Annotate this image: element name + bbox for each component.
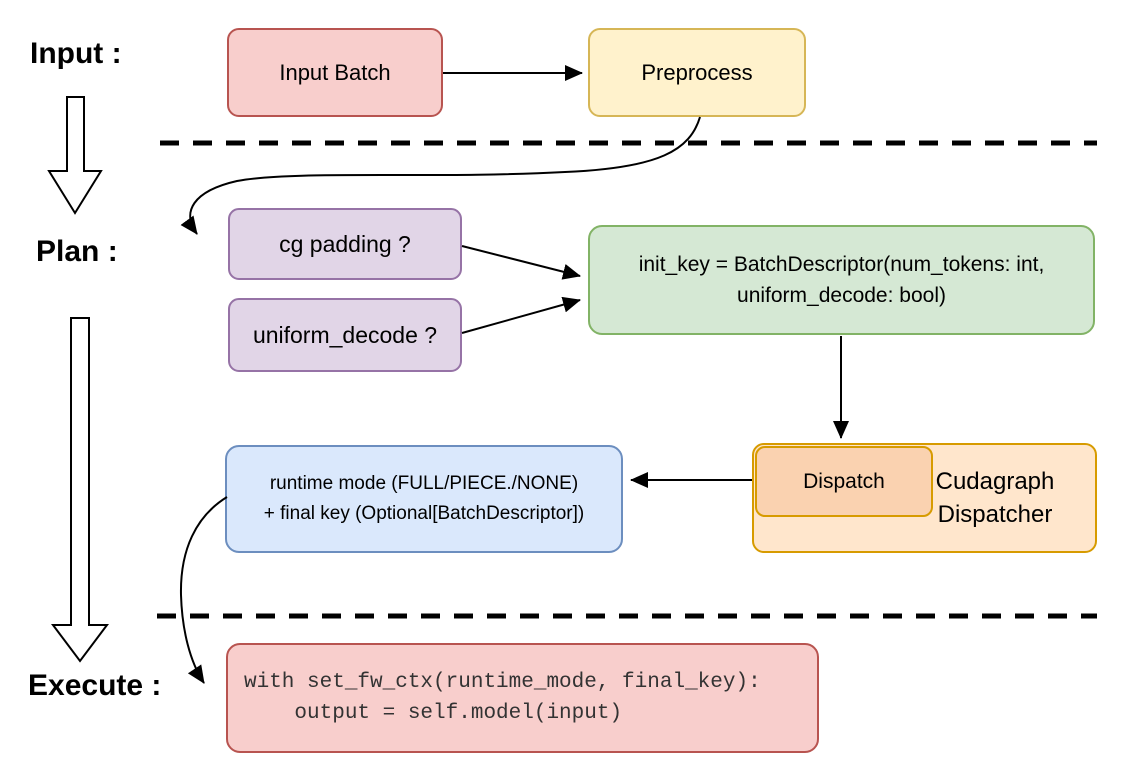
arrow-cg-padding-to-init-key xyxy=(461,245,581,280)
node-cg-padding: cg padding ? xyxy=(228,208,462,280)
node-runtime-mode-line2: + final key (Optional[BatchDescriptor]) xyxy=(263,503,585,524)
arrow-runtime-mode-to-execute-code xyxy=(179,496,228,684)
node-cudagraph-dispatcher-line2: Dispatcher xyxy=(937,501,1053,528)
node-init-key: init_key = BatchDescriptor(num_tokens: i… xyxy=(588,225,1095,335)
node-uniform-decode: uniform_decode ? xyxy=(228,298,462,372)
node-preprocess: Preprocess xyxy=(588,28,806,117)
node-init-key-line1: init_key = BatchDescriptor(num_tokens: i… xyxy=(638,253,1045,276)
block-arrow-plan-to-execute xyxy=(51,317,109,663)
node-input-batch: Input Batch xyxy=(227,28,443,117)
node-cg-padding-label: cg padding ? xyxy=(279,230,411,257)
block-arrow-input-to-plan xyxy=(47,96,103,215)
node-init-key-line2: uniform_decode: bool) xyxy=(737,284,946,307)
stage-label-plan: Plan : xyxy=(36,235,118,268)
node-execute-code-line1: with set_fw_ctx(runtime_mode, final_key)… xyxy=(244,671,761,694)
node-dispatch-label: Dispatch xyxy=(803,469,885,493)
arrow-uniform-decode-to-init-key xyxy=(461,296,581,334)
node-execute-code-line2: output = self.model(input) xyxy=(244,702,623,725)
node-uniform-decode-label: uniform_decode ? xyxy=(252,321,438,348)
node-runtime-mode-line1: runtime mode (FULL/PIECE./NONE) xyxy=(269,473,579,494)
stage-label-input: Input : xyxy=(30,37,122,70)
node-input-batch-label: Input Batch xyxy=(279,59,391,85)
node-preprocess-label: Preprocess xyxy=(641,59,753,85)
node-cudagraph-dispatcher-line1: Cudagraph xyxy=(935,468,1055,495)
node-dispatch: Dispatch xyxy=(755,446,933,517)
node-execute-code: with set_fw_ctx(runtime_mode, final_key)… xyxy=(226,643,819,753)
stage-label-execute: Execute : xyxy=(28,669,162,702)
node-cudagraph-dispatcher-label: Cudagraph Dispatcher xyxy=(913,465,1077,531)
node-runtime-mode: runtime mode (FULL/PIECE./NONE) + final … xyxy=(225,445,623,553)
